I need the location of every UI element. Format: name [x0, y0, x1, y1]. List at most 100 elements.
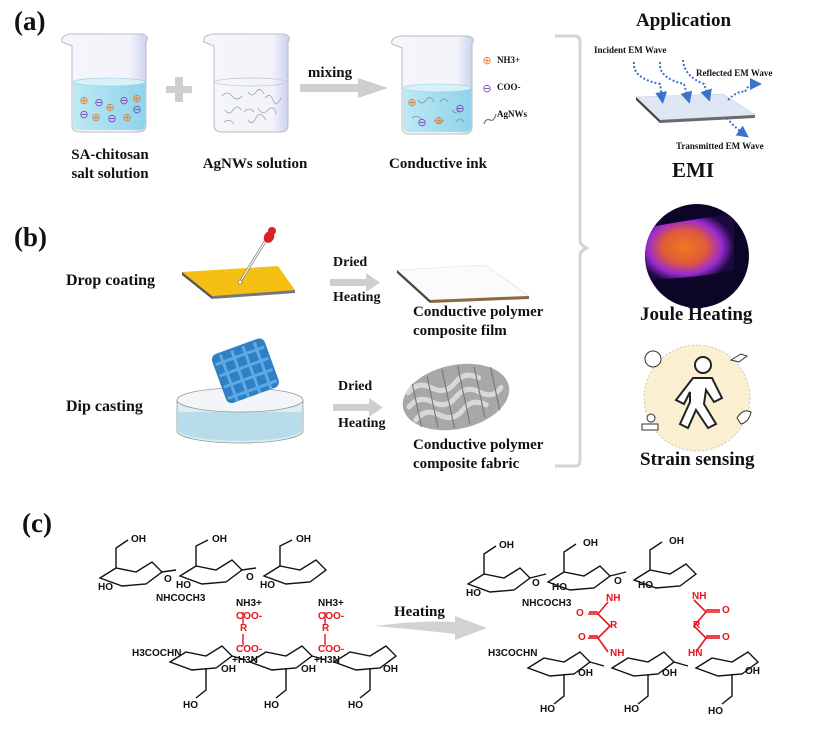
svg-text:⊕: ⊕	[122, 112, 131, 124]
composite-film-illustration	[396, 264, 530, 303]
chem-ho: HO	[638, 580, 653, 591]
legend-agnws-label: AgNWs	[497, 109, 528, 119]
mixing-label: mixing	[307, 65, 353, 81]
chem-o: O	[164, 574, 172, 585]
hand-icon	[729, 353, 749, 363]
drop-coating-illustration	[182, 227, 295, 299]
chem-r: R	[322, 623, 330, 634]
chem-oh: OH	[131, 534, 146, 545]
heating-label: Heating	[394, 604, 445, 620]
chem-nh: NH	[692, 591, 707, 602]
svg-text:⊕: ⊕	[407, 97, 416, 109]
method-drop-coating: Drop coating	[66, 272, 156, 289]
svg-text:⊕: ⊕	[132, 93, 141, 105]
chem-ho: HO	[552, 582, 567, 593]
process-arrow-fabric	[333, 398, 383, 417]
legend-coo-label: COO-	[497, 82, 521, 92]
product-fabric-line2: composite fabric	[413, 456, 520, 472]
chem-oh: OH	[578, 668, 593, 679]
chem-ho: HO	[540, 704, 555, 715]
chem-o: O	[722, 632, 730, 643]
chem-nhcoch3: NHCOCH3	[156, 593, 206, 604]
incident-wave-icon	[632, 61, 668, 104]
product-fabric-line1: Conductive polymer	[413, 437, 544, 453]
chem-o: O	[246, 572, 254, 583]
beaker-agnws	[203, 33, 290, 133]
chem-ho: HO	[708, 706, 723, 717]
chem-ho: HO	[348, 700, 363, 711]
chem-ho: HO	[624, 704, 639, 715]
chem-o: O	[532, 578, 540, 589]
face-icon	[644, 350, 662, 368]
legend-nh3-label: NH3+	[497, 55, 521, 65]
beaker1-label-line1: SA-chitosan	[71, 147, 149, 163]
beaker1-label-line2: salt solution	[71, 166, 149, 182]
product-film-line1: Conductive polymer	[413, 304, 544, 320]
beaker-conductive-ink: ⊕ ⊖ ⊖ ⊕	[391, 35, 474, 135]
chem-ho: HO	[260, 580, 275, 591]
chem-oh: OH	[745, 666, 760, 677]
product-film-line2: composite film	[413, 323, 507, 339]
panel-label-a: (a)	[14, 6, 46, 36]
heating-arrow	[375, 616, 487, 640]
svg-text:⊖: ⊖	[455, 103, 464, 115]
emi-label: EMI	[672, 158, 714, 182]
svg-text:⊖: ⊖	[107, 113, 116, 125]
chem-oh: OH	[669, 536, 684, 547]
transmitted-wave-icon	[726, 117, 749, 138]
svg-text:⊕: ⊕	[91, 112, 100, 124]
application-title: Application	[636, 10, 732, 31]
step-heating-2: Heating	[338, 416, 386, 431]
chem-plush3n: +H3N	[232, 655, 258, 666]
beaker3-label: Conductive ink	[389, 156, 487, 172]
chem-o: O	[722, 605, 730, 616]
strain-sensing-illustration	[641, 344, 752, 452]
legend-plus-icon: ⊕	[482, 55, 491, 67]
chem-o: O	[576, 608, 584, 619]
legend-minus-icon: ⊖	[482, 83, 491, 95]
chem-coo-minus: COO-	[318, 611, 345, 622]
svg-text:⊖: ⊖	[79, 109, 88, 121]
plus-icon	[166, 77, 192, 102]
dip-casting-illustration	[176, 338, 304, 444]
chem-coo-minus: COO-	[236, 611, 263, 622]
chem-oh: OH	[383, 664, 398, 675]
chem-h3cochn: H3COCHN	[488, 648, 538, 659]
chem-h3cochn: H3COCHN	[132, 648, 182, 659]
mixing-arrow	[300, 78, 388, 98]
arm-muscle-icon	[736, 410, 752, 425]
chem-nh3plus: NH3+	[236, 598, 262, 609]
composite-fabric-illustration	[402, 363, 510, 431]
chem-oh: OH	[301, 664, 316, 675]
chem-oh: OH	[296, 534, 311, 545]
chitosan-structure-left	[98, 539, 398, 699]
chem-nhcoch3: NHCOCH3	[522, 598, 572, 609]
chem-oh: OH	[499, 540, 514, 551]
minus-ion-icon: ⊖	[94, 97, 103, 109]
chem-plush3n: +H3N	[314, 655, 340, 666]
chem-r: R	[693, 620, 701, 631]
beaker2-label: AgNWs solution	[202, 156, 308, 172]
chem-o: O	[578, 632, 586, 643]
joule-heating-label: Joule Heating	[640, 304, 753, 325]
chem-o: O	[614, 576, 622, 587]
chem-r: R	[610, 620, 618, 631]
chem-nh: NH	[606, 593, 621, 604]
chem-oh: OH	[583, 538, 598, 549]
amide-bonds-right	[588, 599, 720, 653]
step-heating-1: Heating	[333, 290, 381, 305]
incident-wave-label: Incident EM Wave	[594, 45, 667, 55]
step-dried-2: Dried	[338, 379, 373, 394]
chem-coo-minus: COO-	[236, 644, 263, 655]
chem-nh3plus: NH3+	[318, 598, 344, 609]
product-film-label: Conductive polymer composite film	[413, 303, 543, 341]
svg-text:⊕: ⊕	[105, 102, 114, 114]
beaker1-label: SA-chitosan salt solution	[50, 146, 170, 184]
chem-ho: HO	[183, 700, 198, 711]
chem-ho: HO	[466, 588, 481, 599]
svg-text:⊖: ⊖	[119, 95, 128, 107]
joule-heating-thermal-image	[645, 204, 749, 308]
plus-ion-icon: ⊕	[79, 95, 88, 107]
panel-label-b: (b)	[14, 222, 47, 252]
